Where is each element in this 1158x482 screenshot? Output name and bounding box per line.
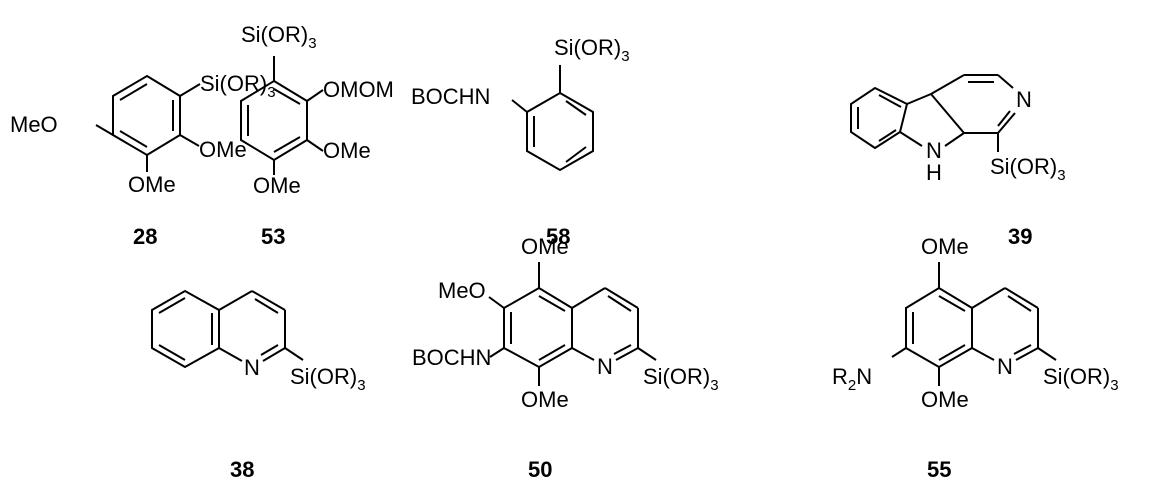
- methoxy-label-bottom: OMe: [128, 172, 176, 197]
- benzene-ring: [526, 91, 594, 172]
- methoxy-label-left: MeO: [438, 278, 486, 303]
- compound-number: 38: [230, 457, 254, 482]
- methoxy-label-top: OMe: [521, 234, 569, 259]
- compound-58-bonds: [511, 65, 594, 172]
- benzene-ring: [112, 74, 181, 157]
- trialkoxysilyl-label: Si(OR)3: [643, 364, 719, 394]
- compound-number: 39: [1008, 224, 1032, 249]
- compound-38: N Si(OR)3 38: [151, 289, 366, 482]
- trialkoxysilyl-label: Si(OR)3: [554, 35, 630, 65]
- compound-number: 50: [528, 457, 552, 482]
- trialkoxysilyl-label: Si(OR)3: [241, 22, 317, 52]
- benzene-ring: [151, 289, 220, 369]
- compound-53: Si(OR)3 OMOM OMe OMe 53: [240, 22, 394, 249]
- benzene-ring: [850, 86, 909, 150]
- indole-nitrogen: N: [926, 138, 942, 163]
- quinoline-nitrogen: N: [244, 355, 260, 380]
- methoxy-label-right: OMe: [199, 137, 247, 162]
- quinoline-nitrogen: N: [597, 354, 613, 379]
- compound-50-bonds: [488, 262, 657, 386]
- methoxy-label-top: OMe: [921, 234, 969, 259]
- pyridine-nitrogen: N: [1016, 87, 1032, 112]
- methoxy-label-bottom: OMe: [521, 387, 569, 412]
- compound-38-bonds: [151, 289, 304, 369]
- dialkylamino-label: R2N: [832, 364, 872, 394]
- quinoline-nitrogen: N: [997, 354, 1013, 379]
- trialkoxysilyl-label: Si(OR)3: [1043, 364, 1119, 394]
- compound-number: 58: [546, 224, 570, 249]
- compound-53-bonds: [240, 56, 324, 175]
- methoxymethoxy-label: OMOM: [323, 77, 394, 102]
- compound-number: 55: [927, 457, 951, 482]
- methoxy-label-right: OMe: [323, 138, 371, 163]
- methoxy-label-bottom: OMe: [921, 387, 969, 412]
- carbamate-label: BOCHN: [411, 84, 490, 109]
- carbamate-label: BOCHN: [412, 345, 491, 370]
- benzene-ring: [503, 286, 573, 369]
- compound-28-bonds: [95, 74, 201, 172]
- compound-39: N N H Si(OR)3 39: [850, 74, 1066, 249]
- benzene-ring: [905, 286, 973, 369]
- compound-number: 28: [133, 224, 157, 249]
- compound-28: Si(OR)3 MeO OMe OMe 28: [10, 71, 276, 249]
- compound-58: Si(OR)3 BOCHN 58: [411, 35, 630, 249]
- compound-50: OMe MeO BOCHN N Si(OR)3 OMe 50: [412, 234, 719, 482]
- trialkoxysilyl-label: Si(OR)3: [990, 154, 1066, 184]
- compound-55-bonds: [891, 262, 1057, 386]
- methoxy-label-left: MeO: [10, 112, 58, 137]
- methoxy-label-bottom: OMe: [253, 173, 301, 198]
- compound-number: 53: [261, 224, 285, 249]
- trialkoxysilyl-label: Si(OR)3: [290, 364, 366, 394]
- compound-39-bonds: [850, 74, 1016, 152]
- compound-55: OMe R2N N Si(OR)3 OMe 55: [832, 234, 1119, 482]
- indole-hydrogen: H: [926, 160, 942, 185]
